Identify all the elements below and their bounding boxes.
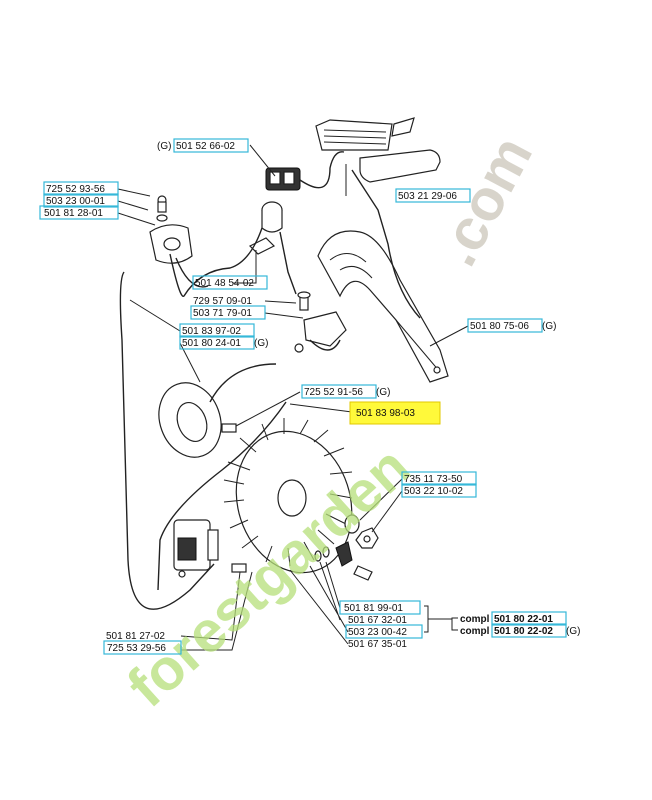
callout-code: 503 23 00-42 bbox=[348, 627, 407, 638]
pawl-drawing bbox=[314, 541, 373, 581]
compl-code: 501 80 22-02 bbox=[494, 626, 553, 637]
washer-nut-drawing bbox=[344, 514, 379, 549]
callout-box bbox=[301, 384, 377, 399]
callout-code: 503 22 10-02 bbox=[404, 486, 463, 497]
callout-503-21-29-06: 503 21 29-06 bbox=[395, 188, 471, 203]
callout-code: 501 52 66-02 bbox=[176, 141, 235, 152]
callout-suffix: (G) bbox=[376, 387, 390, 398]
callout-735-11-73-50: 735 11 73-50 bbox=[401, 471, 477, 486]
callout-501-67-32-01: 501 67 32-01 bbox=[348, 615, 407, 626]
compl-prefix: compl bbox=[460, 626, 490, 637]
callout-code: 501 81 99-01 bbox=[344, 603, 403, 614]
grill-plate-drawing bbox=[315, 119, 393, 151]
highlight-box bbox=[349, 401, 441, 425]
callout-prefix: (G) bbox=[157, 141, 171, 152]
callout-503-23-00-01: 503 23 00-01 bbox=[43, 193, 119, 208]
callout-code: 501 80 75-06 bbox=[470, 321, 529, 332]
stator-drawing bbox=[158, 382, 237, 458]
callout-501-67-35-01: 501 67 35-01 bbox=[348, 639, 407, 650]
callout-501-80-75-06: 501 80 75-06 (G) bbox=[467, 318, 556, 333]
callout-501-81-27-02: 501 81 27-02 bbox=[106, 631, 165, 642]
callout-code: 501 48 54-02 bbox=[195, 278, 254, 289]
callout-code: 501 67 32-01 bbox=[348, 615, 407, 626]
part-drawings bbox=[119, 117, 449, 610]
callout-code: 735 11 73-50 bbox=[404, 474, 463, 485]
callout-box bbox=[43, 193, 119, 208]
callout-501-48-54-02: 501 48 54-02 bbox=[192, 275, 268, 290]
callout-box bbox=[103, 640, 182, 655]
lower-module-drawing bbox=[173, 519, 247, 578]
callout-725-52-93-56: 725 52 93-56 bbox=[43, 181, 119, 196]
callout-501-83-97-02: 501 83 97-02 bbox=[179, 323, 255, 338]
callout-box bbox=[192, 275, 268, 290]
stop-switch-drawing bbox=[248, 167, 301, 255]
callout-box bbox=[345, 624, 423, 639]
callout-code: 501 80 24-01 bbox=[182, 338, 241, 349]
callout-code: 501 83 97-02 bbox=[182, 326, 241, 337]
callout-501-81-28-01: 501 81 28-01 bbox=[39, 205, 119, 220]
callout-code: 729 57 09-01 bbox=[193, 296, 252, 307]
callout-503-22-10-02: 503 22 10-02 bbox=[401, 483, 477, 498]
callout-503-23-00-42: 503 23 00-42 bbox=[345, 624, 423, 639]
callout-code: 501 67 35-01 bbox=[348, 639, 407, 650]
callout-box bbox=[339, 600, 421, 615]
callout-code: 725 52 91-56 bbox=[304, 387, 363, 398]
callout-code: 503 23 00-01 bbox=[46, 196, 105, 207]
callout-box bbox=[39, 205, 119, 220]
callout-code: 501 81 27-02 bbox=[106, 631, 165, 642]
callout-code: 501 83 98-03 bbox=[356, 408, 415, 419]
callout-box bbox=[395, 188, 471, 203]
callout-code: 501 81 28-01 bbox=[44, 208, 103, 219]
flywheel-drawing bbox=[223, 418, 353, 574]
ignition-module-drawing bbox=[294, 291, 347, 353]
compl-suffix: (G) bbox=[566, 626, 580, 637]
callout-501-81-99-01: 501 81 99-01 bbox=[339, 600, 421, 615]
callout-code: 725 53 29-56 bbox=[107, 643, 166, 654]
callout-501-83-98-03-highlighted: 501 83 98-03 bbox=[349, 401, 441, 425]
compl-code: 501 80 22-01 bbox=[494, 614, 553, 625]
callout-725-52-91-56: 725 52 91-56 (G) bbox=[301, 384, 390, 399]
coil-drawing bbox=[149, 195, 193, 264]
compl-501-80-22-01: compl 501 80 22-01 bbox=[460, 611, 567, 626]
callout-suffix: (G) bbox=[542, 321, 556, 332]
callout-503-71-79-01: 503 71 79-01 bbox=[190, 305, 266, 320]
callout-box bbox=[467, 318, 543, 333]
callout-suffix: (G) bbox=[254, 338, 268, 349]
callout-box bbox=[491, 623, 567, 638]
compl-prefix: compl bbox=[460, 614, 490, 625]
compl-501-80-22-02: compl 501 80 22-02 (G) bbox=[460, 623, 580, 638]
callout-box bbox=[179, 323, 255, 338]
callout-box bbox=[43, 181, 119, 196]
callout-box bbox=[190, 305, 266, 320]
callout-code: 725 52 93-56 bbox=[46, 184, 105, 195]
callout-code: 503 21 29-06 bbox=[398, 191, 457, 202]
callout-box bbox=[491, 611, 567, 626]
callout-box bbox=[401, 483, 477, 498]
callout-501-52-66-02: (G) 501 52 66-02 bbox=[157, 138, 249, 153]
callout-box bbox=[173, 138, 249, 153]
callout-labels: (G) 501 52 66-02 725 52 93-56 503 23 00-… bbox=[39, 138, 580, 655]
callout-code: 503 71 79-01 bbox=[193, 308, 252, 319]
callout-501-80-24-01: 501 80 24-01 (G) bbox=[179, 335, 268, 350]
callout-box bbox=[179, 335, 255, 350]
handle-drawing bbox=[317, 230, 449, 383]
exhaust-cover-drawing bbox=[359, 117, 441, 183]
callout-729-57-09-01: 729 57 09-01 bbox=[193, 296, 252, 307]
callout-box bbox=[401, 471, 477, 486]
callout-725-53-29-56: 725 53 29-56 bbox=[103, 640, 182, 655]
